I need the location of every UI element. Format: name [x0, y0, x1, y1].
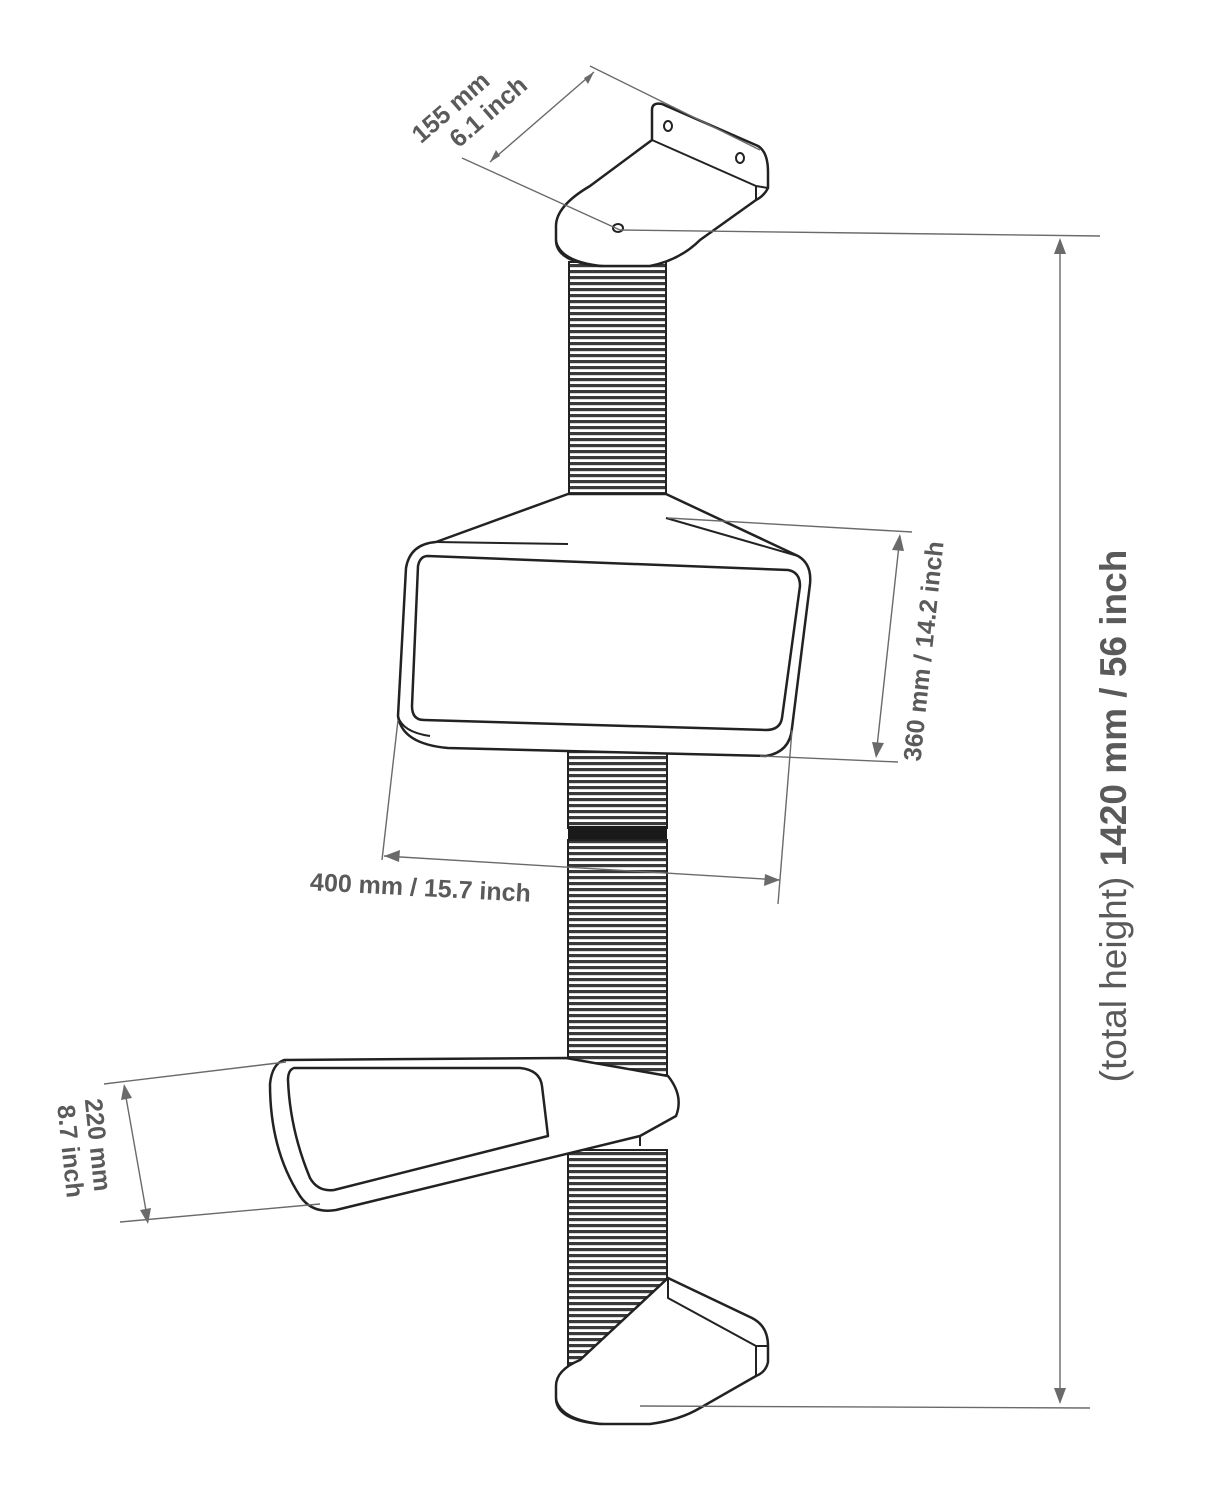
screw-hole-icon	[612, 223, 624, 233]
platform-depth-label: 360 mm / 14.2 inch	[899, 540, 950, 763]
middle-platform	[396, 492, 812, 758]
dimension-total-height: (total height) 1420 mm / 56 inch	[619, 229, 1134, 1409]
total-height-prefix: (total height)	[1093, 866, 1134, 1082]
svg-text:220 mm 8.7 inch: 220 mm 8.7 inch	[51, 1097, 117, 1202]
top-bracket	[554, 102, 770, 268]
post-joint	[568, 826, 667, 840]
screw-hole-icon	[663, 120, 673, 132]
total-height-value: 1420 mm / 56 inch	[1093, 550, 1134, 867]
screw-hole-icon	[735, 152, 745, 164]
svg-text:155 mm 6.1 inch: 155 mm 6.1 inch	[407, 50, 533, 170]
sisal-post	[567, 261, 668, 1411]
svg-text:(total height) 1420 mm / 56 in: (total height) 1420 mm / 56 inch	[1093, 550, 1134, 1083]
post-segment-middle	[567, 747, 668, 829]
lower-step	[268, 1056, 680, 1212]
platform-width-label: 400 mm / 15.7 inch	[309, 868, 531, 908]
bottom-bracket	[554, 1276, 770, 1426]
